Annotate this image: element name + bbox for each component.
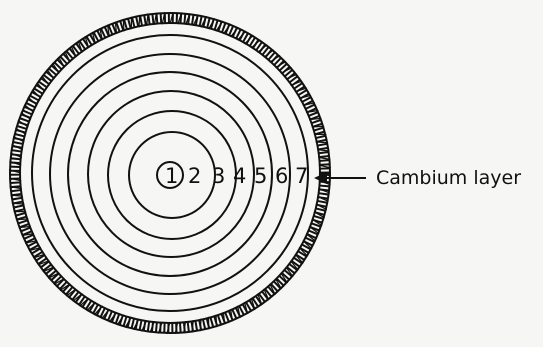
cambium-layer-label: Cambium layer — [376, 167, 521, 189]
bark-tick — [312, 126, 324, 127]
ring-labels: 1 2 3 4 5 6 7 — [165, 164, 308, 188]
ring-label-2: 2 — [188, 164, 201, 188]
bark-tick — [316, 142, 328, 143]
ring-label-3: 3 — [212, 164, 225, 188]
bark-tick — [139, 15, 140, 27]
ring-label-6: 6 — [275, 164, 288, 188]
bark-tick — [216, 315, 217, 327]
ring-label-1: 1 — [165, 164, 178, 188]
bark-tick — [223, 312, 224, 324]
ring-label-7: 7 — [295, 164, 308, 188]
ring-label-5: 5 — [254, 164, 267, 188]
bark-tick — [16, 219, 28, 220]
bark-tick — [12, 203, 24, 204]
ring-label-4: 4 — [233, 164, 246, 188]
bark-tick — [123, 19, 124, 31]
bark-tick — [200, 319, 201, 331]
